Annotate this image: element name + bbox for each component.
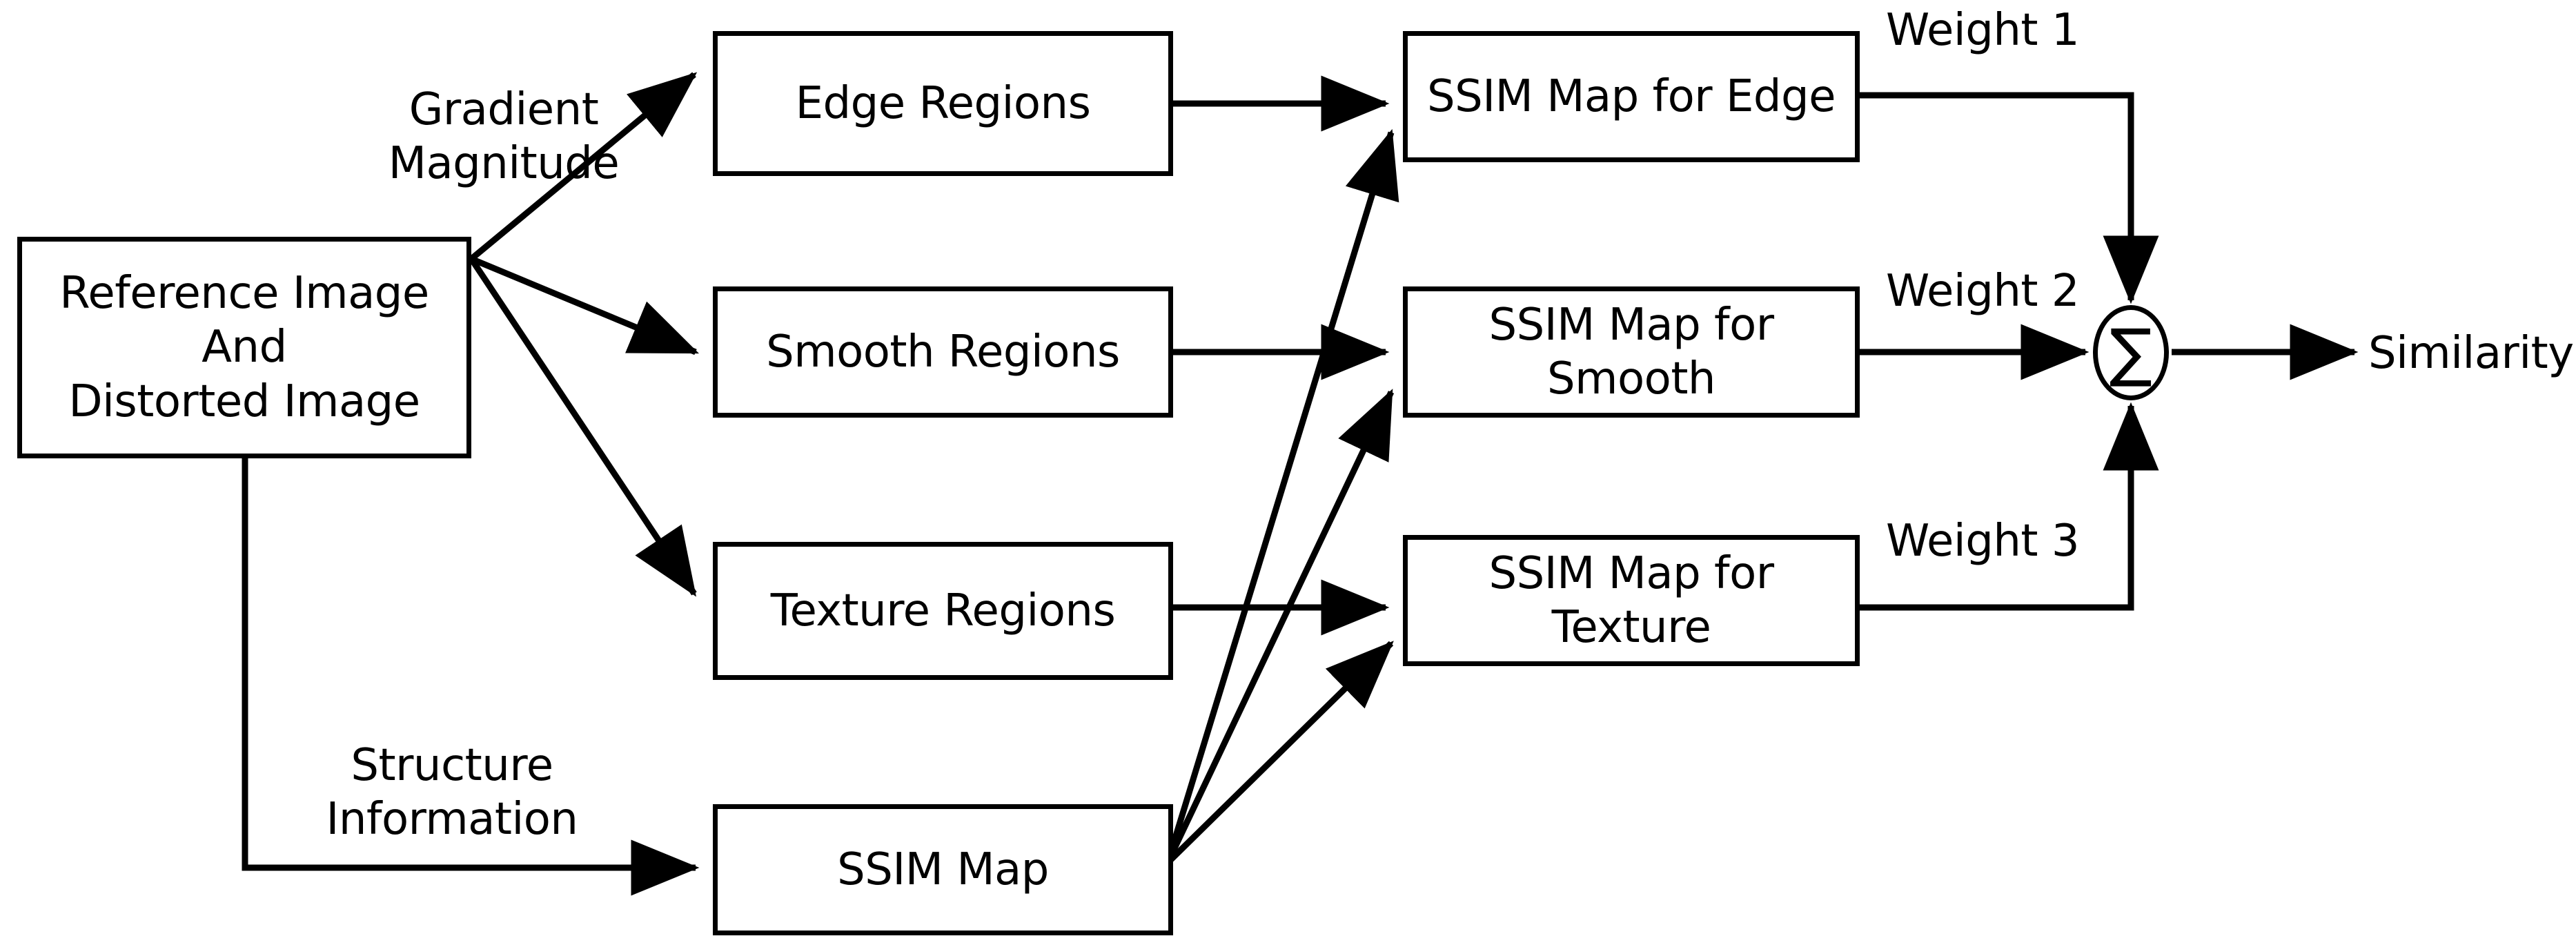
ssim-map-for-smooth-box[interactable]: SSIM Map for Smooth [1403,286,1860,418]
ssim-map-for-texture-box[interactable]: SSIM Map for Texture [1403,535,1860,666]
summation-node[interactable]: ∑ [2093,305,2169,400]
connector-weight3-to-sum [1860,402,2159,611]
weight-3-label: Weight 3 [1886,516,2080,567]
similarity-output-label: Similarity [2368,328,2574,379]
gradient-magnitude-label: Gradient Magnitude [388,84,620,190]
weight-2-label: Weight 2 [1886,266,2080,317]
structure-information-label: Structure Information [326,740,578,846]
ssim-map-for-edge-box[interactable]: SSIM Map for Edge [1403,31,1860,162]
input-image-box[interactable]: Reference Image And Distorted Image [17,237,471,458]
weight-1-label: Weight 1 [1886,5,2080,56]
connector-ssimmap-fanout [1164,128,1399,866]
edge-regions-box[interactable]: Edge Regions [713,31,1173,176]
texture-regions-box[interactable]: Texture Regions [713,542,1173,680]
smooth-regions-box[interactable]: Smooth Regions [713,286,1173,418]
ssim-map-box[interactable]: SSIM Map [713,804,1173,935]
